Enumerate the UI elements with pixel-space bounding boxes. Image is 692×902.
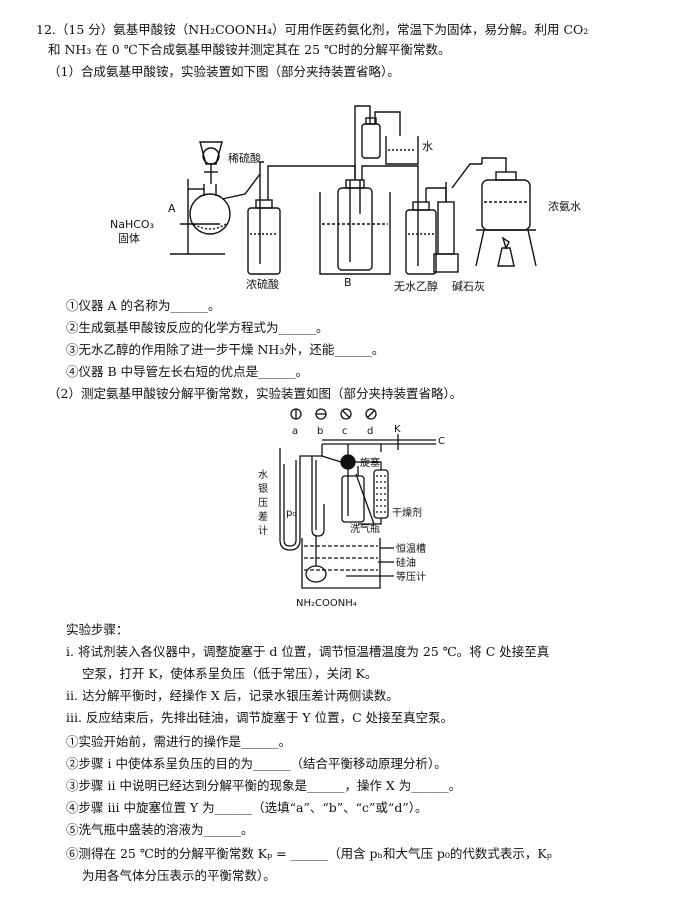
label-isobaric-gauge: 等压计 (396, 570, 426, 583)
label-sample: NH₂COONH₄ (296, 598, 357, 609)
part2-question-4: ④步骤 iii 中旋塞位置 Y 为______（选填“a”、“b”、“c”或“d… (66, 800, 428, 815)
label-solid: 固体 (118, 231, 140, 245)
question-intro-line2: 和 NH₃ 在 0 ℃下合成氨基甲酸铵并测定其在 25 ℃时的分解平衡常数。 (48, 42, 451, 57)
part2-title: （2）测定氨基甲酸铵分解平衡常数，实验装置如图（部分夹持装置省略）。 (48, 386, 463, 401)
label-soda-lime: 碱石灰 (452, 279, 485, 293)
label-concentrated-ammonia: 浓氨水 (548, 200, 581, 213)
step-iii: iii. 反应结束后，先排出硅油，调节旋塞于 Y 位置，C 处接至真空泵。 (66, 710, 454, 725)
part2-question-2: ②步骤 i 中使体系呈负压的目的为______（结合平衡移动原理分析）。 (66, 756, 447, 771)
synthesis-apparatus-figure: 稀硫酸 水 浓氨水 A NaHCO₃ 固体 浓硫酸 B 无水乙醇 碱石灰 (110, 105, 581, 293)
label-outlet-c: C (438, 436, 445, 447)
label-stopcock: 旋塞 (360, 456, 380, 469)
label-p0: p₀ (286, 508, 296, 519)
label-washing-bottle: 洗气瓶 (350, 522, 380, 535)
part1-question-3: ③无水乙醇的作用除了进一步干燥 NH₃外，还能______。 (66, 342, 385, 357)
part2-question-6-line2: 为用各气体分压表示的平衡常数）。 (82, 868, 276, 883)
part2-question-3: ③步骤 ii 中说明已经达到分解平衡的现象是______，操作 X 为_____… (66, 778, 462, 793)
label-nahco3: NaHCO₃ (110, 218, 154, 231)
label-position-b: b (317, 426, 323, 437)
label-water: 水 (422, 140, 433, 153)
label-position-a: a (292, 426, 298, 437)
label-instrument-b: B (344, 276, 352, 289)
label-position-d: d (367, 426, 373, 437)
label-manometer-1: 水 (258, 469, 268, 481)
label-anhydrous-ethanol: 无水乙醇 (394, 279, 438, 293)
label-manometer-4: 差 (258, 510, 268, 523)
question-intro-line1: 12.（15 分）氨基甲酸铵（NH₂COONH₄）可用作医药氨化剂，常温下为固体… (36, 22, 589, 37)
label-position-c: c (342, 426, 348, 437)
step-ii: ii. 达分解平衡时，经操作 X 后，记录水银压差计两侧读数。 (66, 688, 399, 703)
part1-question-1: ①仪器 A 的名称为______。 (66, 298, 221, 313)
label-instrument-a: A (168, 202, 176, 215)
part1-question-4: ④仪器 B 中导管左长右短的优点是______。 (66, 364, 309, 379)
label-manometer-3: 压 (258, 497, 268, 509)
decomposition-apparatus-figure: a b c d K C 旋塞 水 银 压 差 计 p₀ 干燥剂 洗气瓶 恒温槽 … (258, 408, 445, 609)
steps-title: 实验步骤： (66, 622, 129, 637)
label-dilute-sulfuric-acid: 稀硫酸 (228, 151, 261, 165)
label-conc-sulfuric-acid: 浓硫酸 (246, 277, 279, 291)
label-manometer-5: 计 (258, 524, 268, 537)
label-silicone-oil: 硅油 (396, 556, 416, 569)
part2-question-1: ①实验开始前，需进行的操作是______。 (66, 734, 292, 749)
label-thermostatic-bath: 恒温槽 (396, 542, 426, 555)
part2-question-6-line1: ⑥测得在 25 ℃时的分解平衡常数 Kₚ = ______（用含 pₕ和大气压 … (66, 846, 552, 861)
label-valve-k: K (394, 424, 401, 435)
part2-question-5: ⑤洗气瓶中盛装的溶液为______。 (66, 822, 254, 837)
part1-question-2: ②生成氨基甲酸铵反应的化学方程式为______。 (66, 320, 329, 335)
step-i-line1: i. 将试剂装入各仪器中，调整旋塞于 d 位置，调节恒温槽温度为 25 ℃。将 … (66, 644, 550, 659)
label-manometer-2: 银 (258, 482, 268, 495)
part1-title: （1）合成氨基甲酸铵，实验装置如下图（部分夹持装置省略）。 (48, 64, 400, 79)
step-i-line2: 空泵，打开 K，使体系呈负压（低于常压），关闭 K。 (82, 666, 378, 681)
label-desiccant: 干燥剂 (392, 506, 422, 519)
